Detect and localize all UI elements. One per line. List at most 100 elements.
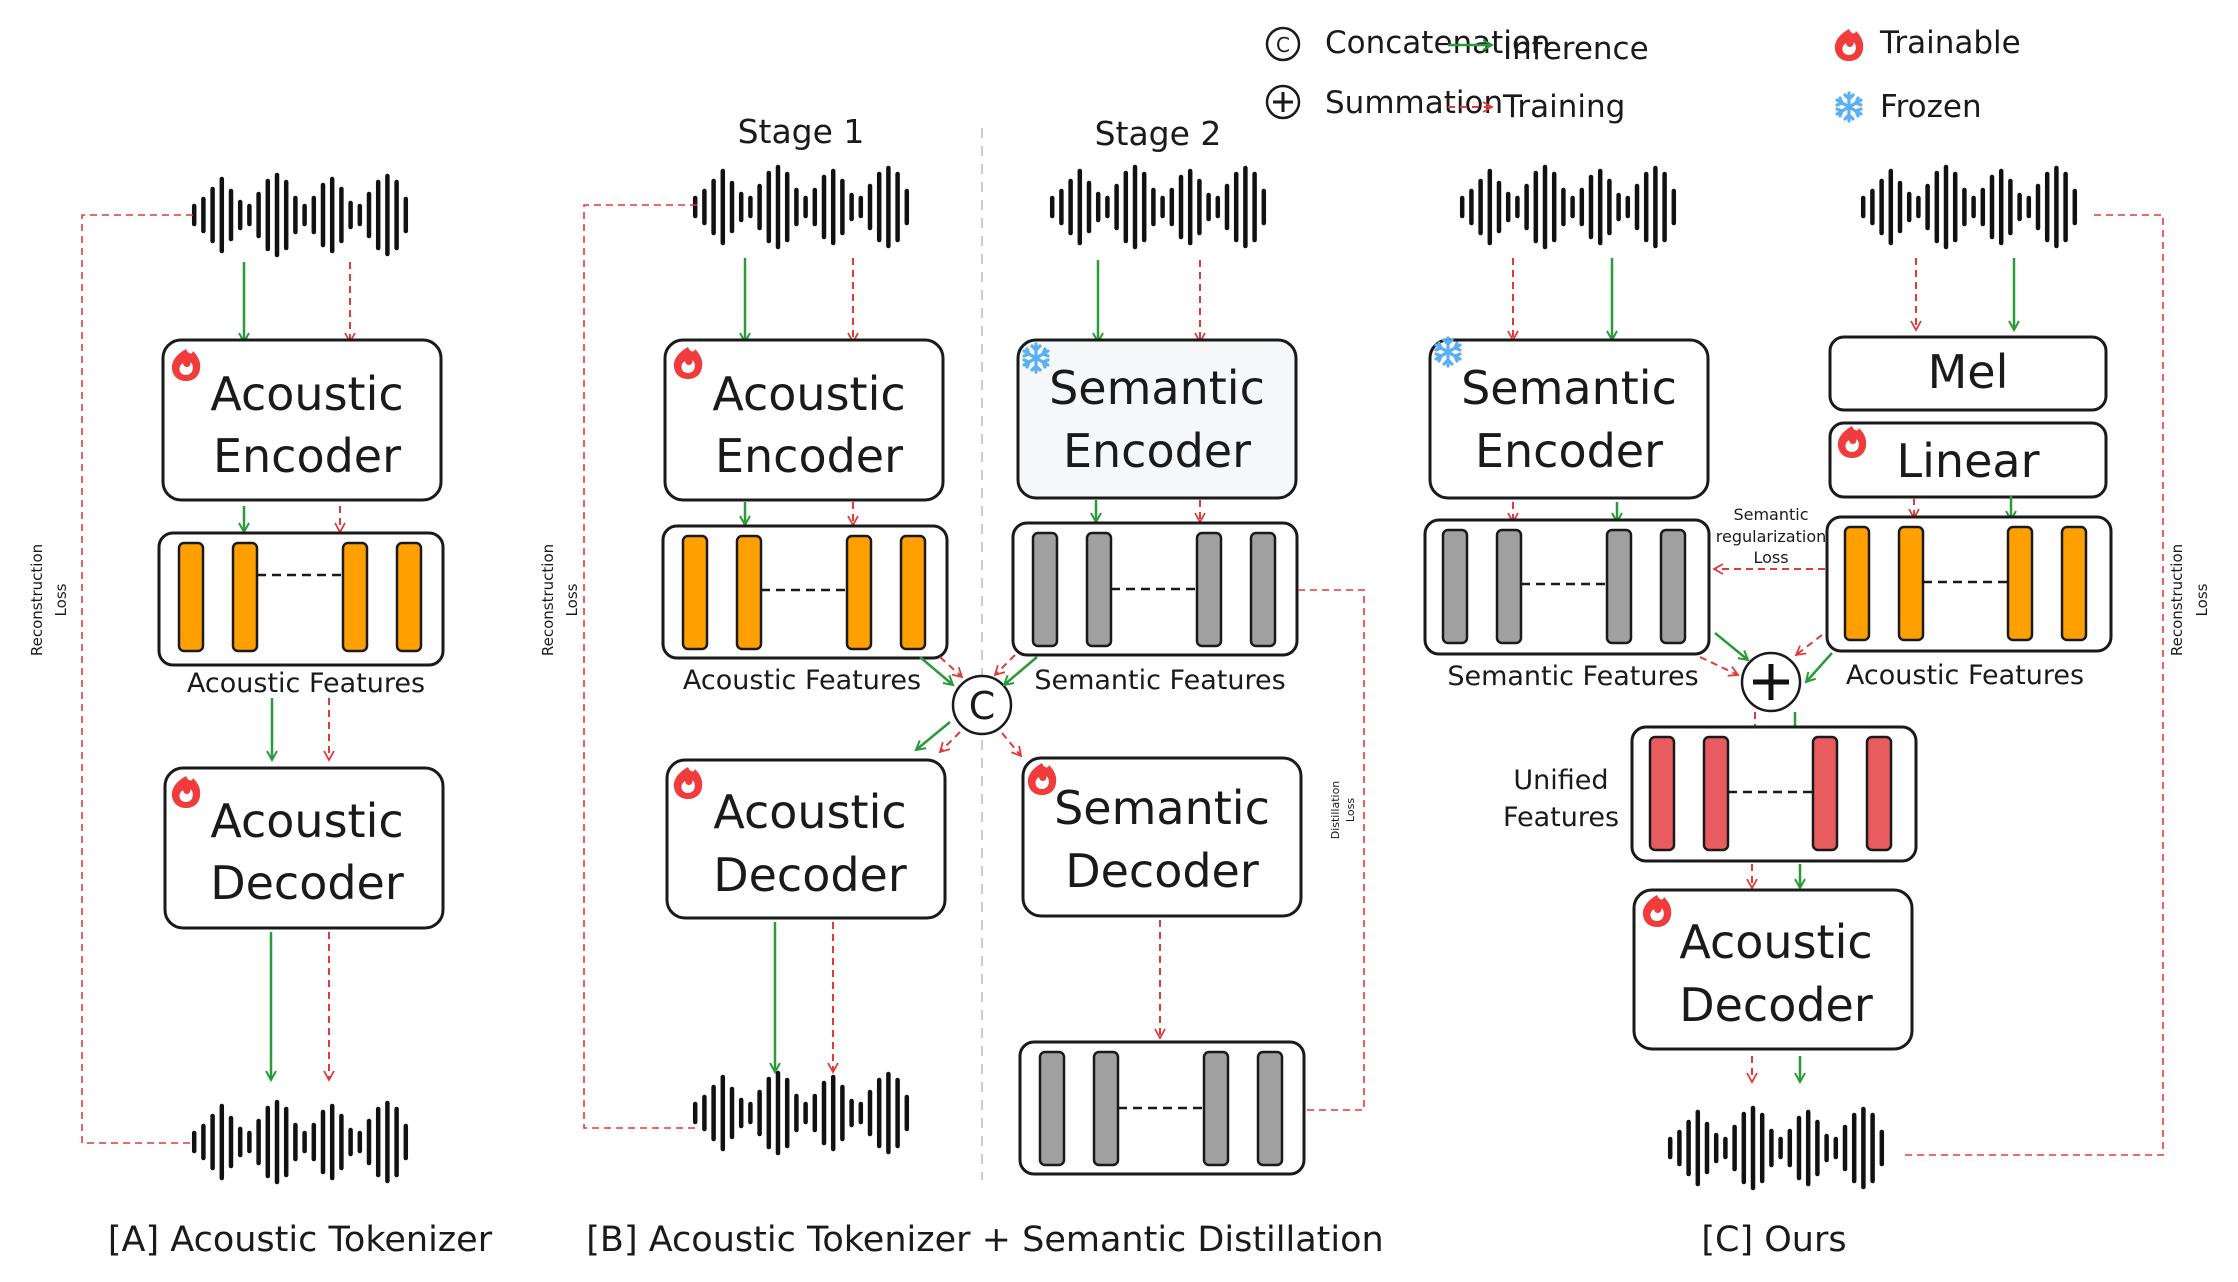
feature-vector bbox=[681, 534, 709, 651]
feature-vector bbox=[341, 541, 369, 653]
legend-trainable: Trainable bbox=[1834, 25, 2021, 61]
feature-vector bbox=[1648, 735, 1676, 852]
svg-text:Loss: Loss bbox=[1344, 798, 1357, 822]
concatenation-symbol: C bbox=[1276, 33, 1290, 57]
reconstruction-loss-line bbox=[583, 204, 697, 1129]
feature-vector bbox=[177, 541, 205, 653]
waveform-icon bbox=[191, 172, 409, 258]
feature-vector bbox=[1249, 531, 1277, 648]
panel-caption: [A] Acoustic Tokenizer bbox=[108, 1220, 493, 1260]
waveform-icon bbox=[1667, 1105, 1885, 1191]
flame-icon bbox=[1834, 29, 1864, 61]
svg-text:Semantic: Semantic bbox=[1049, 361, 1265, 415]
features-label: Acoustic Features bbox=[187, 668, 425, 699]
feature-vector bbox=[1659, 528, 1687, 645]
feature-vector bbox=[1085, 531, 1113, 648]
feature-vector bbox=[1865, 735, 1893, 852]
svg-text:Semantic: Semantic bbox=[1461, 361, 1677, 415]
svg-text:Reconstruction: Reconstruction bbox=[2168, 544, 2186, 656]
distillation-target-features bbox=[1018, 1040, 1306, 1176]
svg-text:Decoder: Decoder bbox=[1065, 844, 1259, 898]
waveform-icon bbox=[692, 164, 910, 250]
svg-text:Encoder: Encoder bbox=[1063, 424, 1251, 478]
svg-text:Semantic: Semantic bbox=[1054, 781, 1270, 835]
legend-label: Summation bbox=[1325, 85, 1503, 121]
panel-caption: [B] Acoustic Tokenizer + Semantic Distil… bbox=[586, 1220, 1383, 1260]
svg-text:Distillation: Distillation bbox=[1329, 781, 1342, 840]
legend-label: Concatenation bbox=[1325, 25, 1551, 61]
svg-text:Acoustic: Acoustic bbox=[712, 367, 905, 421]
acoustic-features-block: Acoustic Features bbox=[1825, 515, 2113, 691]
waveforms bbox=[191, 164, 2078, 1191]
loss-label: Loss bbox=[1753, 548, 1788, 567]
svg-text:Loss: Loss bbox=[2193, 583, 2211, 616]
summation-node bbox=[1740, 651, 1802, 713]
feature-vector bbox=[2006, 525, 2034, 642]
feature-vector bbox=[1605, 528, 1633, 645]
svg-text:Decoder: Decoder bbox=[1679, 978, 1873, 1032]
semantic-decoder-block: Semantic Decoder bbox=[1021, 756, 1303, 918]
feature-vector bbox=[1897, 525, 1925, 642]
feature-vector bbox=[1202, 1050, 1230, 1167]
waveform-icon bbox=[1860, 164, 2078, 250]
feature-vector bbox=[1256, 1050, 1284, 1167]
loss-label: Semantic bbox=[1733, 505, 1808, 524]
legend-summation: Summation bbox=[1265, 84, 1503, 121]
legend-training: Training bbox=[1448, 89, 1625, 125]
svg-text:Loss: Loss bbox=[563, 583, 581, 616]
stage-title: Stage 1 bbox=[738, 112, 865, 151]
svg-text:Reconstruction: Reconstruction bbox=[539, 544, 557, 656]
legend-label: Trainable bbox=[1879, 25, 2021, 61]
svg-text:Acoustic: Acoustic bbox=[210, 367, 403, 421]
concatenation-symbol: C bbox=[969, 684, 996, 728]
acoustic-decoder-block: Acoustic Decoder bbox=[665, 758, 947, 920]
semantic-encoder-block: Semantic Encoder bbox=[1016, 338, 1298, 500]
feature-vector bbox=[899, 534, 927, 651]
svg-text:Linear: Linear bbox=[1897, 434, 2040, 488]
svg-text:Encoder: Encoder bbox=[213, 429, 401, 483]
svg-text:Acoustic: Acoustic bbox=[1679, 915, 1872, 969]
feature-vector bbox=[1441, 528, 1469, 645]
legend-inference: Inference bbox=[1448, 31, 1649, 67]
svg-text:Encoder: Encoder bbox=[715, 429, 903, 483]
feature-vector bbox=[1843, 525, 1871, 642]
feature-vector bbox=[1811, 735, 1839, 852]
legend-label: Inference bbox=[1503, 31, 1649, 67]
waveform-icon bbox=[692, 1070, 910, 1156]
feature-vector bbox=[1702, 735, 1730, 852]
svg-text:Decoder: Decoder bbox=[713, 848, 907, 902]
linear-block: Linear bbox=[1828, 421, 2108, 499]
feature-vector bbox=[2060, 525, 2088, 642]
acoustic-encoder-block: Acoustic Encoder bbox=[663, 338, 945, 502]
acoustic-features-block: Acoustic Features bbox=[157, 531, 445, 699]
feature-vector bbox=[1195, 531, 1223, 648]
acoustic-features-block: Acoustic Features bbox=[661, 524, 949, 696]
feature-vector bbox=[1092, 1050, 1120, 1167]
features-label: Semantic Features bbox=[1034, 665, 1285, 696]
feature-vector bbox=[395, 541, 423, 653]
acoustic-encoder-block: Acoustic Encoder bbox=[161, 338, 443, 502]
legend-concatenation: C Concatenation bbox=[1265, 25, 1551, 62]
snowflake-icon bbox=[1835, 91, 1863, 123]
legend-label: Training bbox=[1502, 89, 1625, 125]
concatenation-node: C bbox=[951, 674, 1013, 736]
loss-label: regularization bbox=[1716, 527, 1827, 546]
features-label: Features bbox=[1503, 802, 1619, 833]
svg-text:Decoder: Decoder bbox=[210, 856, 404, 910]
feature-vector bbox=[1031, 531, 1059, 648]
unified-features-block: Unified Features bbox=[1503, 725, 1918, 863]
waveform-icon bbox=[1049, 164, 1267, 250]
loss-label: Loss bbox=[52, 583, 70, 616]
loss-label: Reconstruction bbox=[28, 544, 46, 656]
feature-vector bbox=[231, 541, 259, 653]
feature-vector bbox=[845, 534, 873, 651]
waveform-icon bbox=[1459, 164, 1677, 250]
feature-vector bbox=[1495, 528, 1523, 645]
svg-text:Acoustic: Acoustic bbox=[713, 785, 906, 839]
svg-text:Encoder: Encoder bbox=[1475, 424, 1663, 478]
semantic-encoder-block: Semantic Encoder bbox=[1428, 336, 1710, 500]
mel-block: Mel bbox=[1828, 335, 2108, 412]
feature-vector bbox=[1038, 1050, 1066, 1167]
svg-text:Acoustic: Acoustic bbox=[210, 794, 403, 848]
